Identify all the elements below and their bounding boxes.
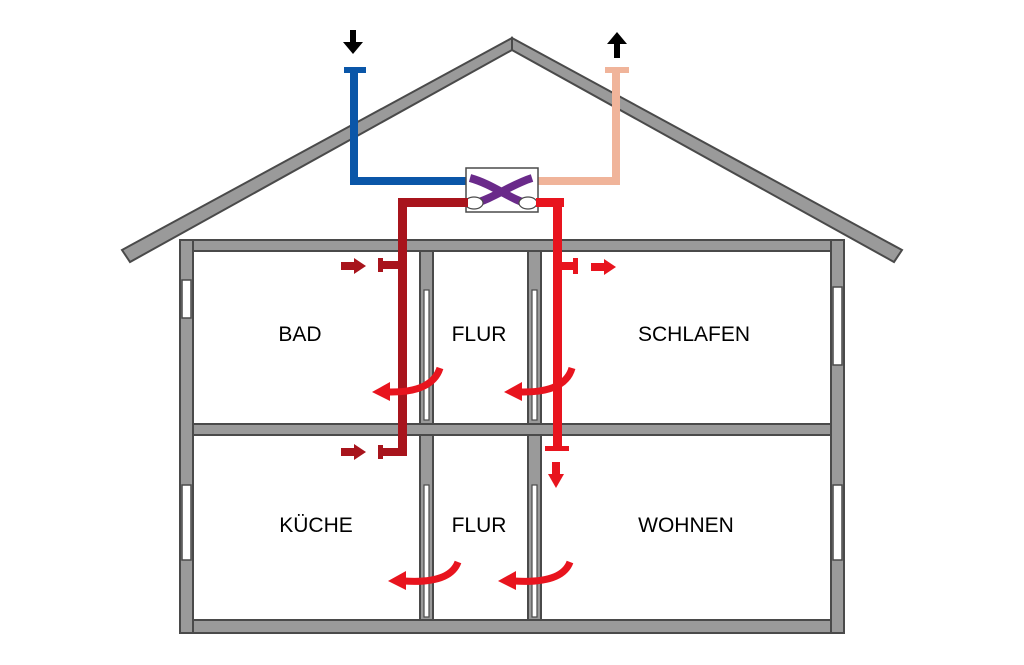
window-lower-left	[181, 484, 192, 561]
door-upper-right	[531, 289, 538, 421]
arrow-down-icon	[343, 30, 363, 54]
heat-exchanger-icon	[464, 167, 539, 213]
curved-arrow-icon	[498, 560, 574, 590]
curved-arrow-icon	[372, 366, 444, 401]
roof	[120, 36, 904, 264]
window-lower-right	[832, 484, 843, 561]
door-lower-left	[423, 484, 430, 618]
door-upper-left	[423, 289, 430, 421]
attic-floor	[179, 239, 845, 252]
extract-duct	[378, 198, 468, 459]
supply-duct	[536, 198, 578, 451]
arrow-right-icon	[341, 444, 366, 460]
roof-right-slope	[511, 36, 904, 264]
room-label-wohnen: WOHNEN	[638, 514, 734, 537]
window-upper-left	[181, 279, 192, 319]
fresh-air-duct	[344, 67, 468, 185]
door-lower-right	[531, 484, 538, 618]
curved-arrow-icon	[388, 560, 462, 590]
airflow-arrows	[341, 258, 616, 590]
arrow-right-icon	[341, 258, 366, 274]
room-label-kueche: KÜCHE	[279, 514, 353, 537]
roof-left-slope	[120, 36, 513, 264]
curved-arrow-icon	[504, 366, 576, 401]
room-label-flur-upper: FLUR	[452, 323, 507, 346]
window-upper-right	[832, 286, 843, 366]
middle-floor	[179, 423, 845, 436]
exhaust-air-duct	[536, 67, 629, 185]
arrow-right-icon	[591, 259, 616, 275]
arrow-down-icon	[548, 462, 564, 488]
room-label-bad: BAD	[278, 323, 321, 346]
ground-floor	[179, 619, 845, 634]
arrow-up-icon	[607, 32, 627, 58]
room-label-schlafen: SCHLAFEN	[638, 323, 750, 346]
room-label-flur-lower: FLUR	[452, 514, 507, 537]
room-labels: BAD FLUR SCHLAFEN KÜCHE FLUR WOHNEN	[278, 323, 750, 537]
